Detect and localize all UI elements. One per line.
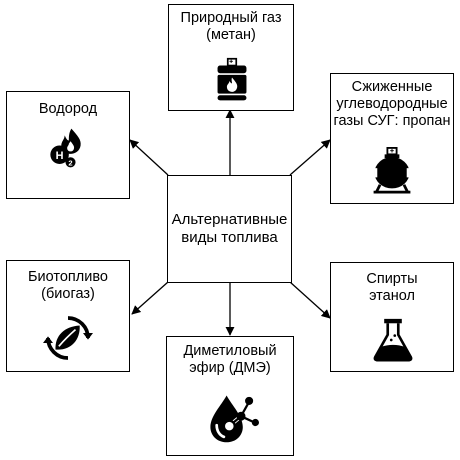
- lpg-box: Сжиженные углеводородные газы СУГ: пропа…: [330, 73, 454, 204]
- hydrogen-flame-icon: H 2: [50, 128, 81, 168]
- dme-label: Диметиловый эфир (ДМЭ): [183, 343, 277, 376]
- biofuel-label: Биотопливо (биогаз): [28, 269, 108, 302]
- gas-cylinder-flame-icon: [217, 57, 247, 101]
- drop-molecule-icon: [210, 395, 259, 443]
- alcohols-label: Спирты этанол: [366, 271, 418, 304]
- alcohols-box: Спирты этанол: [330, 262, 454, 372]
- svg-text:2: 2: [68, 159, 72, 168]
- natural-gas-box: Природный газ (метан): [168, 4, 294, 111]
- hydrogen-label: Водород: [38, 101, 98, 117]
- arrow-to-biofuel: [131, 281, 169, 315]
- hydrogen-box: Водород H 2: [6, 91, 130, 199]
- arrow-to-hydrogen: [129, 139, 169, 176]
- recycle-leaf-icon: [43, 316, 93, 360]
- biofuel-box: Биотопливо (биогаз): [6, 260, 130, 372]
- center-box: Альтернативные виды топлива: [167, 175, 292, 283]
- natural-gas-label: Природный газ (метан): [180, 10, 282, 43]
- arrow-to-lpg: [289, 139, 331, 176]
- gas-tank-icon: [373, 147, 411, 194]
- lpg-label: Сжиженные углеводородные газы СУГ: пропа…: [333, 79, 451, 129]
- svg-text:H: H: [56, 150, 64, 162]
- arrow-to-alcohols: [289, 281, 331, 319]
- flask-icon: [373, 318, 413, 362]
- center-label: Альтернативные виды топлива: [171, 211, 288, 246]
- dme-box: Диметиловый эфир (ДМЭ): [166, 336, 294, 456]
